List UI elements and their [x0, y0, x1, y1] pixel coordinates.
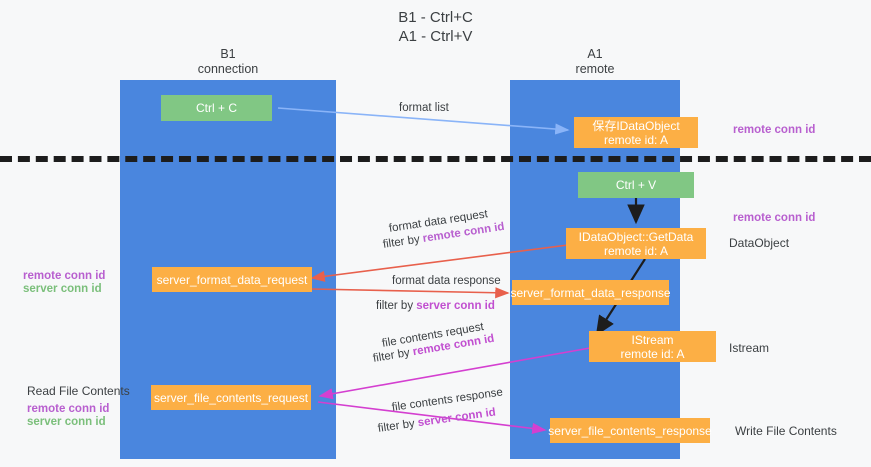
node-istream[interactable]: IStream remote id: A [589, 331, 716, 362]
node-ctrl-c[interactable]: Ctrl + C [161, 95, 272, 121]
filter-prefix: filter by [372, 346, 414, 365]
diagram-title-line2: A1 - Ctrl+V [398, 28, 473, 45]
filter-prefix: filter by [377, 417, 419, 435]
filter-key-server-conn-id: server conn id [416, 300, 495, 312]
phase-divider [0, 156, 871, 162]
annotation-remote-conn-id-top: remote conn id [733, 124, 816, 136]
annotation-left-server-conn-id-bottom: server conn id [27, 416, 106, 428]
filter-prefix: filter by [376, 300, 417, 312]
column-header-b1-role: connection [197, 62, 259, 76]
edge-label-format-data-response: format data response [392, 275, 501, 287]
node-save-idataobject-line1: 保存IDataObject [592, 118, 680, 133]
node-save-idataobject-line2: remote id: A [603, 132, 669, 147]
node-idataobject-getdata-line1: IDataObject::GetData [578, 229, 694, 244]
edge-label-format-list: format list [399, 102, 449, 114]
annotation-read-file-contents: Read File Contents [27, 384, 130, 398]
annotation-left-remote-conn-id-mid: remote conn id [23, 270, 106, 282]
annotation-left-server-conn-id-mid: server conn id [23, 283, 102, 295]
arrow-format-data-response [311, 287, 510, 299]
filter-prefix: filter by [382, 233, 424, 251]
edge-label-format-data-response-filter: filter by server conn id [376, 299, 495, 313]
annotation-left-remote-conn-id-bottom: remote conn id [27, 403, 110, 415]
annotation-data-object: DataObject [729, 236, 790, 250]
node-server-format-data-response[interactable]: server_format_data_response [510, 280, 671, 305]
annotation-write-file-contents: Write File Contents [735, 424, 837, 438]
column-header-b1-name: B1 [220, 47, 236, 61]
node-ctrl-v[interactable]: Ctrl + V [578, 172, 694, 198]
node-istream-line1: IStream [631, 332, 674, 347]
node-idataobject-getdata-line2: remote id: A [603, 243, 669, 258]
node-save-idataobject[interactable]: 保存IDataObject remote id: A [574, 117, 698, 148]
node-server-file-contents-response[interactable]: server_file_contents_response [548, 418, 712, 443]
filter-key-server-conn-id: server conn id [417, 406, 497, 430]
annotation-remote-conn-id-mid: remote conn id [733, 212, 816, 224]
node-idataobject-getdata[interactable]: IDataObject::GetData remote id: A [566, 228, 706, 259]
node-istream-line2: remote id: A [620, 346, 685, 361]
node-server-file-contents-request[interactable]: server_file_contents_request [151, 385, 311, 410]
column-header-a1-role: remote [575, 62, 615, 76]
node-server-format-data-request[interactable]: server_format_data_request [152, 267, 312, 292]
column-header-a1-name: A1 [587, 47, 603, 61]
diagram-title-line1: B1 - Ctrl+C [398, 9, 473, 26]
annotation-istream: Istream [729, 341, 770, 355]
